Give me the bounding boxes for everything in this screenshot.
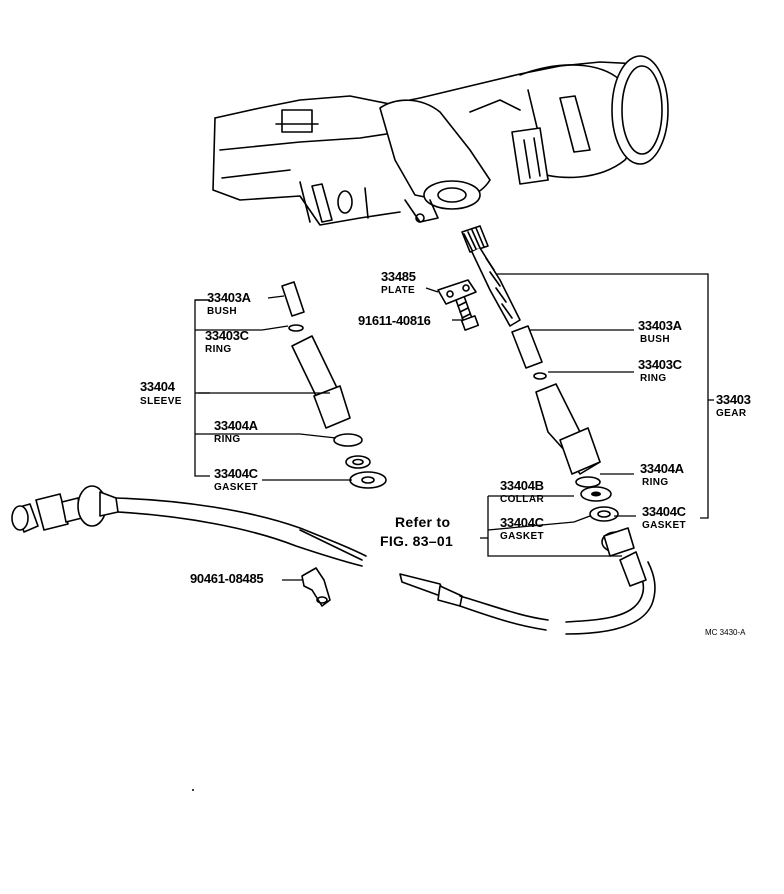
name-gasket-left: GASKET: [214, 482, 258, 493]
label-33403c-left: 33403C: [205, 328, 250, 343]
drive-gear-shaft: [461, 225, 521, 327]
label-33404c-right-bottom: 33404C: [500, 515, 545, 530]
reference-line-2: FIG. 83–01: [380, 533, 453, 549]
clamp-drawing: [301, 567, 331, 607]
name-gasket-right-top: GASKET: [642, 520, 686, 531]
name-gear: GEAR: [716, 408, 747, 419]
transmission-housing: [212, 55, 669, 226]
gasket-right-drawing: [589, 506, 619, 522]
name-ring-a-right: RING: [642, 477, 669, 488]
gasket-left-drawing: [345, 455, 371, 469]
gasket-left-2-drawing: [349, 471, 387, 489]
diagram-code: MC 3430-A: [705, 628, 746, 637]
name-gasket-right-bottom: GASKET: [500, 531, 544, 542]
plate-drawing: [437, 279, 477, 305]
name-sleeve: SLEEVE: [140, 396, 182, 407]
labels: 33403A BUSH 33403C RING 33404 SLEEVE 334…: [140, 269, 751, 637]
name-plate: PLATE: [381, 285, 415, 296]
label-33403a-left: 33403A: [207, 290, 252, 305]
label-33485: 33485: [381, 269, 416, 284]
label-90461-08485: 90461-08485: [190, 571, 263, 586]
label-33403c-right: 33403C: [638, 357, 683, 372]
stray-dot: [192, 789, 194, 791]
name-bush-left: BUSH: [207, 306, 237, 317]
name-bush-right: BUSH: [640, 334, 670, 345]
bolt-drawing: [455, 295, 480, 331]
label-33404: 33404: [140, 379, 176, 394]
ring-a-right-drawing: [575, 476, 601, 488]
ring-c-right-drawing: [533, 372, 547, 380]
leader-lines: [194, 273, 714, 581]
speedometer-cable: [11, 485, 656, 635]
name-ring-a-left: RING: [214, 434, 241, 445]
name-collar: COLLAR: [500, 494, 544, 505]
label-33404c-right-top: 33404C: [642, 504, 687, 519]
reference-line-1: Refer to: [395, 514, 450, 530]
ring-a-left-drawing: [333, 433, 363, 447]
label-33404c-left: 33404C: [214, 466, 259, 481]
name-ring-c-left: RING: [205, 344, 232, 355]
bush-left-drawing: [281, 281, 305, 317]
label-33403: 33403: [716, 392, 751, 407]
ring-c-left-drawing: [288, 324, 304, 332]
bush-right-drawing: [511, 325, 543, 369]
sleeve-drawing: [291, 335, 351, 429]
label-33404a-right: 33404A: [640, 461, 685, 476]
collar-drawing: [580, 486, 612, 502]
label-33404a-left: 33404A: [214, 418, 259, 433]
label-91611-40816: 91611-40816: [358, 313, 431, 328]
label-33404b: 33404B: [500, 478, 544, 493]
label-33403a-right: 33403A: [638, 318, 683, 333]
gear-sleeve-right-drawing: [535, 383, 601, 475]
name-ring-c-right: RING: [640, 373, 667, 384]
